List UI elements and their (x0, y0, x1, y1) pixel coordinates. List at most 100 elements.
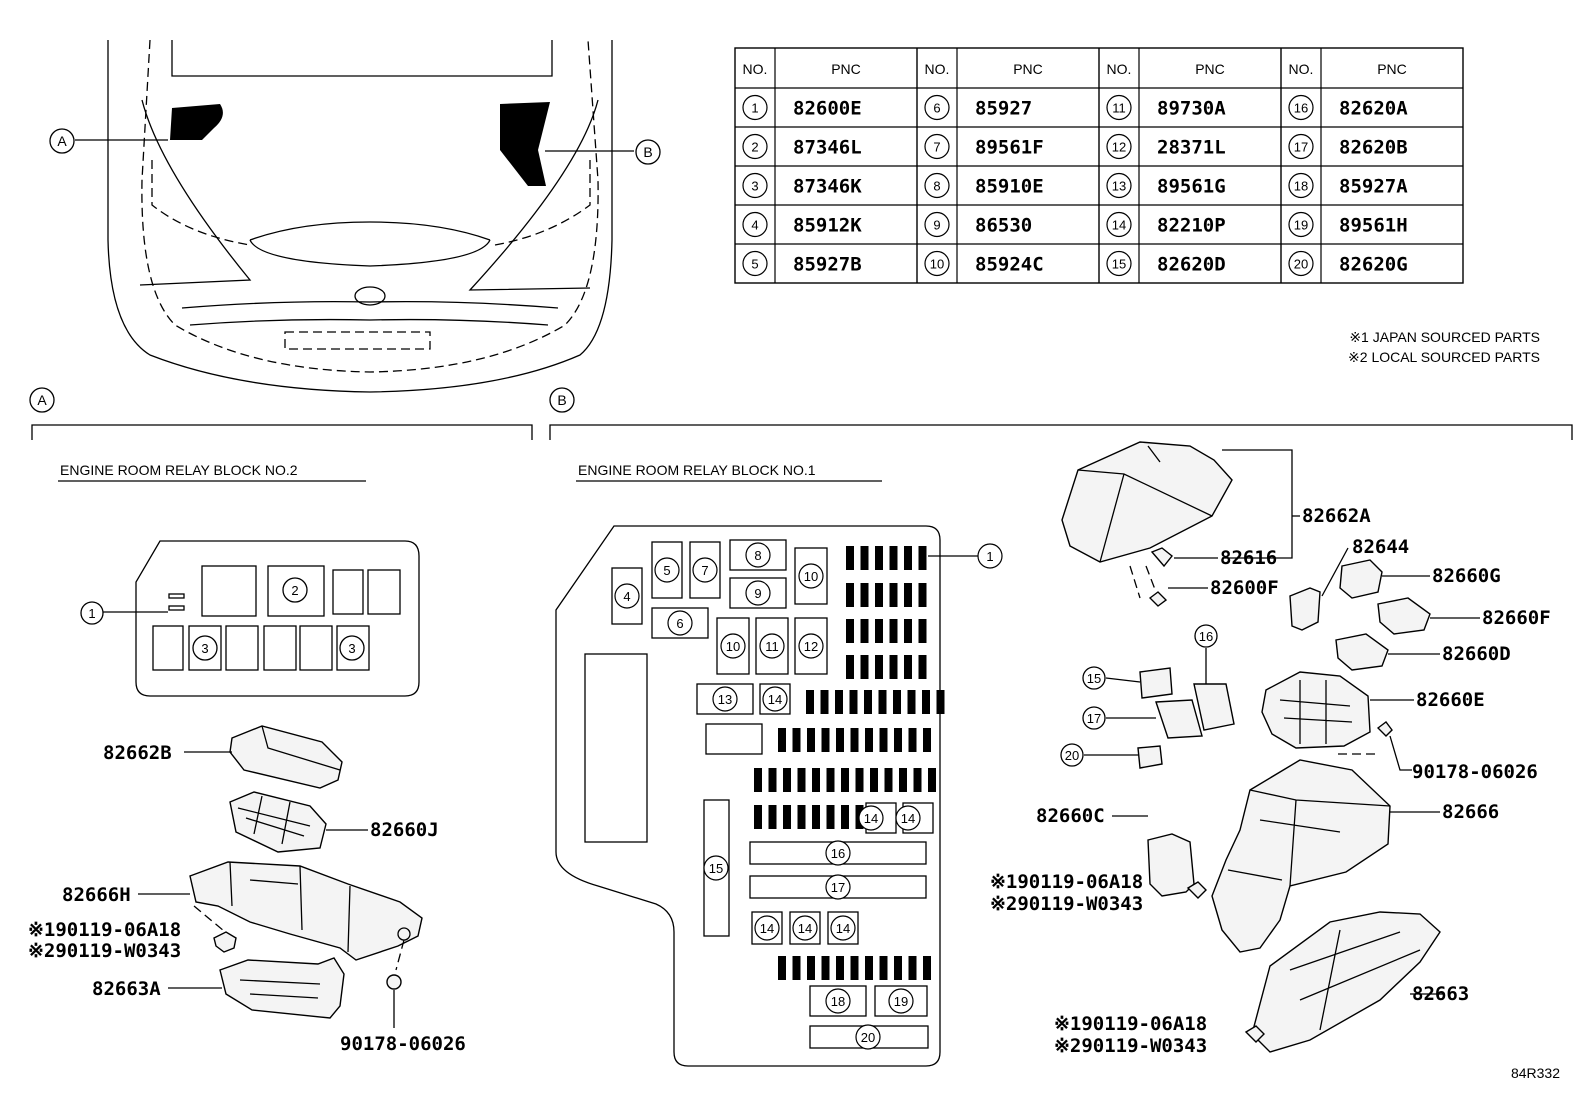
relay-block-2-exploded: 82662B 82660J 82666H ※190119-06A18 ※2901… (28, 725, 466, 1055)
fuse-slot (875, 546, 883, 570)
fuse-slot (846, 619, 854, 643)
fuse-slot (889, 655, 898, 679)
ref-circle (798, 563, 824, 589)
ref-3-callout: 3 (201, 641, 208, 656)
header-pnc: PNC (1195, 61, 1225, 77)
part-number: 85927B (793, 254, 862, 276)
ref-number: 9 (933, 218, 940, 233)
section-b-letter: B (557, 392, 566, 408)
part-number: 85927 (975, 98, 1032, 120)
part-number: 28371L (1157, 137, 1226, 159)
fuse-slot (904, 619, 912, 643)
label-82666H: 82666H (62, 884, 131, 906)
bracket-17 (1155, 699, 1203, 739)
ref-number: 11 (1112, 101, 1126, 116)
part-number: 85924C (975, 254, 1044, 276)
label-82666: 82666 (1442, 801, 1499, 823)
fuse-slot (865, 956, 873, 980)
fuse-slot (889, 546, 898, 570)
header-no: NO. (743, 61, 768, 77)
fuse-slot (821, 728, 830, 752)
ref-number-circle (1288, 94, 1314, 121)
ref-10-callout: 10 (804, 569, 818, 584)
ref-9-callout: 9 (754, 586, 761, 601)
fuse-slot (894, 728, 902, 752)
bolt-90119-c (1244, 1025, 1265, 1043)
part-number: 89730A (1157, 98, 1226, 120)
part-number: 89561F (975, 137, 1044, 159)
block-82660J (229, 791, 327, 853)
ref-number-circle (1106, 133, 1132, 160)
part-number: 82210P (1157, 215, 1226, 237)
ref-circle (654, 557, 680, 583)
ref-5-callout: 5 (663, 563, 670, 578)
fuse-slot (908, 956, 917, 980)
ref-number-circle (1106, 94, 1132, 121)
section-b-marker (549, 387, 575, 413)
ref-circle (692, 557, 718, 583)
ref-17-callout-b: 17 (1087, 711, 1101, 726)
ref-2-callout: 2 (291, 583, 298, 598)
fuse-slot (879, 728, 888, 752)
fuse-slot (778, 956, 786, 980)
fuse-slot (904, 583, 912, 607)
header-pnc: PNC (831, 61, 861, 77)
label-82660E: 82660E (1416, 689, 1485, 711)
fuse-slot (884, 768, 893, 792)
fuse-slot (923, 956, 931, 980)
locator-a-circle (49, 128, 75, 154)
label-82644: 82644 (1352, 536, 1409, 558)
fuse-slot (846, 583, 854, 607)
ref-number: 15 (1112, 257, 1126, 272)
fuse-slot (826, 805, 835, 829)
locator-b-circle (635, 139, 661, 165)
fuse-slot (849, 690, 858, 714)
fuse-slot (855, 768, 864, 792)
fuse-slot (864, 690, 872, 714)
fuse-slot (918, 619, 927, 643)
label-bolt-japan: ※190119-06A18 (28, 919, 181, 941)
section-a-bracket (31, 424, 533, 440)
ref-4-callout: 4 (623, 589, 630, 604)
label-bolt-local-b: ※290119-W0343 (990, 893, 1143, 915)
ref-circle (745, 580, 771, 606)
connector-82660D (1335, 633, 1389, 671)
ref-14-callout: 14 (798, 921, 812, 936)
bracket-15 (1139, 667, 1173, 699)
ref-circle (855, 1024, 881, 1050)
fuse-slot (908, 728, 917, 752)
cover-82662A (1061, 441, 1233, 563)
fuse-slot (812, 768, 820, 792)
ref-14-callout: 14 (901, 811, 915, 826)
ref-8-callout: 8 (754, 548, 761, 563)
ref-circle (888, 988, 914, 1014)
part-number: 85910E (975, 176, 1044, 198)
fuse-slot (922, 690, 930, 714)
fuse-slot (846, 655, 854, 679)
ref-number-circle (1288, 211, 1314, 238)
ref-circle (825, 988, 851, 1014)
ref-number-circle (1106, 250, 1132, 277)
label-82662B: 82662B (103, 742, 172, 764)
fuse-slot (865, 728, 873, 752)
fuse-slot (879, 956, 888, 980)
fuse-slot (835, 690, 843, 714)
ref-number-circle (742, 211, 768, 238)
part-number: 82620B (1339, 137, 1408, 159)
fuse-slot (889, 583, 898, 607)
part-number: 82600E (793, 98, 862, 120)
part-number: 87346L (793, 137, 862, 159)
note-japan-sourced: ※1 JAPAN SOURCED PARTS (1349, 329, 1540, 345)
locator-a-label: A (57, 133, 67, 149)
cover-82663A (219, 957, 345, 1019)
ref-circle (977, 543, 1003, 569)
fuse-slot (850, 728, 859, 752)
ref-number-circle (924, 211, 950, 238)
section-b-title: ENGINE ROOM RELAY BLOCK NO.1 (578, 462, 816, 478)
fuse-slot (807, 728, 815, 752)
ref-17-callout: 17 (831, 880, 845, 895)
fuse-slot (820, 690, 829, 714)
ref-circle (667, 610, 693, 636)
fuse-slot (826, 768, 835, 792)
part-number: 85912K (793, 215, 862, 237)
